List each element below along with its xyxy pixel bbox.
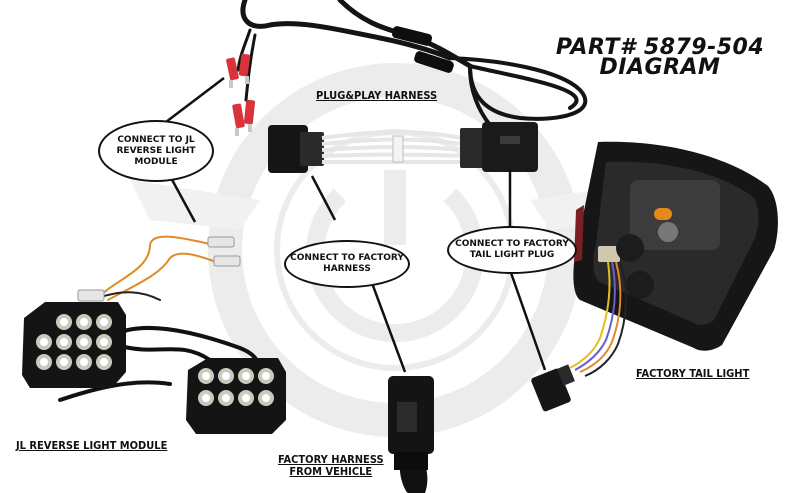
- callout-reverse-line-3: MODULE: [134, 156, 178, 167]
- callout-factory-harness-line-1: CONNECT TO FACTORY: [290, 253, 404, 263]
- callout-reverse-line-2: REVERSE LIGHT: [116, 145, 196, 156]
- module-plug: [77, 236, 241, 302]
- tail-light-plug: [531, 364, 575, 412]
- callout-tail-plug-line-2: TAIL LIGHT PLUG: [469, 250, 555, 260]
- factory-harness-label-line-2: FROM VEHICLE: [289, 465, 373, 478]
- callout-tail-plug-line-1: CONNECT TO FACTORY: [455, 239, 569, 249]
- led-dot-core: [242, 372, 250, 380]
- plug-play-harness-label: PLUG&PLAY HARNESS: [316, 89, 438, 102]
- led-dot-core: [40, 338, 48, 346]
- reverse-module-label: JL REVERSE LIGHT MODULE: [16, 439, 168, 452]
- diagram-title: PART# 5879-504 DIAGRAM: [550, 35, 770, 80]
- tail-light-wires: [569, 261, 627, 377]
- led-dot-core: [202, 372, 210, 380]
- led-dot-core: [40, 358, 48, 366]
- callout-reverse-module: CONNECT TO JL REVERSE LIGHT MODULE: [98, 120, 214, 182]
- red-spade-connector: [226, 53, 256, 136]
- led-dot-core: [100, 338, 108, 346]
- led-dot-core: [60, 338, 68, 346]
- title-line-1: PART# 5879-504: [555, 35, 765, 60]
- led-dot-core: [60, 358, 68, 366]
- led-dot-core: [222, 372, 230, 380]
- led-dot-core: [262, 394, 270, 402]
- callout-factory-harness: CONNECT TO FACTORY HARNESS: [284, 240, 410, 288]
- harness-inline-connector: [391, 26, 454, 73]
- led-dot-core: [262, 372, 270, 380]
- factory-harness-label: FACTORY HARNESS FROM VEHICLE: [278, 454, 384, 478]
- factory-harness-connector: [388, 376, 434, 493]
- led-dot-core: [80, 358, 88, 366]
- callout-reverse-line-1: CONNECT TO JL: [117, 134, 195, 145]
- led-dot-core: [242, 394, 250, 402]
- leader-lines: [161, 77, 547, 373]
- led-dot-core: [202, 394, 210, 402]
- led-dot-core: [100, 318, 108, 326]
- callout-tail-light-plug: CONNECT TO FACTORY TAIL LIGHT PLUG: [447, 226, 577, 274]
- factory-tail-light-label: FACTORY TAIL LIGHT: [636, 367, 750, 380]
- led-dot-core: [100, 358, 108, 366]
- led-dot-core: [80, 318, 88, 326]
- led-dot-core: [80, 338, 88, 346]
- title-line-2: DIAGRAM: [599, 55, 721, 80]
- callout-factory-harness-line-2: HARNESS: [323, 264, 371, 274]
- tail-light-icon: [573, 141, 778, 351]
- led-dot-core: [60, 318, 68, 326]
- led-array: [36, 314, 274, 406]
- factory-harness-label-line-1: FACTORY HARNESS: [278, 453, 384, 466]
- led-dot-core: [222, 394, 230, 402]
- harness-connector: [268, 122, 538, 173]
